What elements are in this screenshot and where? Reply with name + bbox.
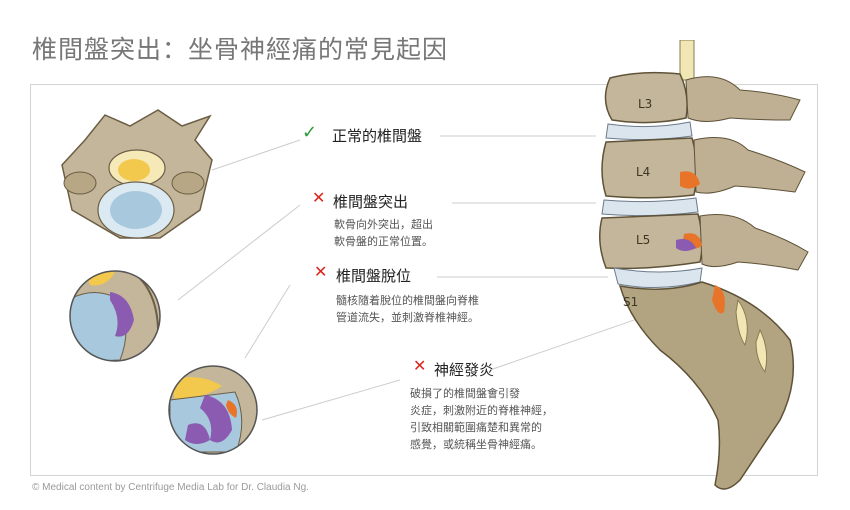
vertebra-label-s1: S1	[623, 295, 638, 309]
page-title: 椎間盤突出：坐骨神經痛的常見起因	[32, 35, 449, 64]
zoom-herniation	[69, 270, 161, 362]
desc-nerve-inflammation: 破損了的椎間盤會引發 炎症，刺激附近的脊椎神經， 引致相關範圍痛楚和異常的 感覺…	[410, 387, 553, 451]
desc-disc-herniation: 軟骨向外突出，超出 軟骨盤的正常位置。	[334, 218, 433, 248]
leader-lines	[177, 135, 641, 421]
vertebra-top-view	[61, 109, 213, 239]
content-frame	[30, 84, 818, 476]
zoom-nerve-inflammation	[168, 365, 258, 455]
label-disc-herniation: 椎間盤突出	[333, 193, 409, 211]
cross-icon: ✕	[413, 356, 427, 375]
check-icon: ✓	[302, 122, 318, 143]
label-disc-prolapse: 椎間盤脫位	[336, 267, 412, 285]
vertebra-label-l5: L5	[636, 233, 650, 247]
cross-icon: ✕	[312, 188, 326, 207]
copyright-footer: © Medical content by Centrifuge Media La…	[32, 482, 309, 493]
desc-disc-prolapse: 髓核隨着脫位的椎間盤向脊椎 管道流失，並刺激脊椎神經。	[336, 294, 479, 324]
label-normal-disc: 正常的椎間盤	[332, 127, 423, 145]
vertebra-label-l3: L3	[638, 97, 652, 111]
lumbar-spine-side-view	[599, 40, 809, 490]
label-nerve-inflammation: 神經發炎	[434, 361, 495, 379]
cross-icon: ✕	[314, 262, 328, 281]
vertebra-label-l4: L4	[636, 165, 650, 179]
